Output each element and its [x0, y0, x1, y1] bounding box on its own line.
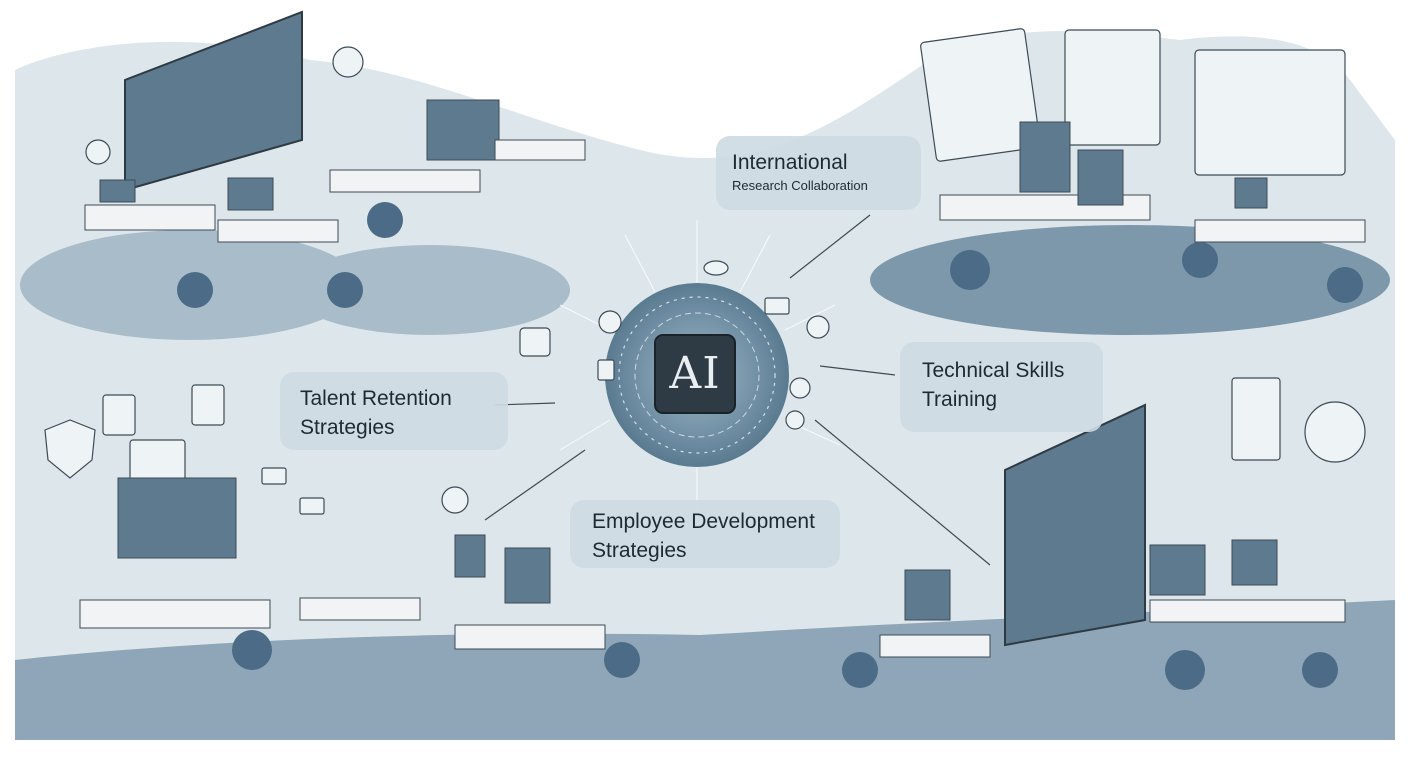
floor-shadow [290, 245, 570, 335]
workstation-bottom-left [79, 477, 640, 678]
lightbulb-icon [785, 410, 805, 430]
gear-icon [85, 139, 111, 165]
bar-chart-icon [1231, 377, 1281, 461]
padlock-icon [519, 327, 551, 357]
chat-bubble-icon [332, 46, 364, 78]
label-line: Training [922, 388, 998, 411]
label-subtitle: Research Collaboration [732, 178, 868, 193]
arrow-international [789, 214, 871, 279]
label-employee-development-strategies: Employee Development Strategies [570, 500, 840, 568]
gear-icon [789, 377, 811, 399]
workstation-top-right [939, 121, 1366, 303]
envelope-icon [764, 297, 790, 315]
chat-bubble-icon [806, 315, 830, 339]
gear-icon [1304, 401, 1366, 463]
label-line: Technical Skills [922, 359, 1065, 382]
workstation-bottom-right [842, 403, 1346, 690]
shield-icon [44, 419, 96, 479]
ai-chip [654, 334, 736, 414]
label-line: Employee Development [592, 510, 815, 533]
arrow-lab [814, 419, 991, 566]
document-icon [597, 359, 615, 381]
workstation-top-left [84, 10, 586, 308]
document-icon [920, 28, 1041, 162]
cloud-icon [703, 260, 729, 276]
arrow-technical [819, 365, 896, 376]
document-icon [102, 394, 136, 436]
envelope-icon [299, 497, 325, 515]
ai-circuit-ring [634, 312, 760, 438]
label-line: Strategies [592, 539, 687, 562]
chat-bubble-icon [598, 310, 622, 334]
label-international-research-collaboration: International Research Collaboration [716, 136, 921, 210]
label-talent-retention-strategies: Talent Retention Strategies [280, 372, 508, 450]
document-icon [1194, 49, 1346, 176]
ai-chip-label: AI [669, 348, 721, 399]
envelope-icon [261, 467, 287, 485]
label-line: Talent Retention [300, 387, 452, 410]
label-title: International [732, 151, 848, 174]
document-icon [1064, 29, 1161, 146]
label-line: Strategies [300, 416, 395, 439]
floor-shadow [870, 225, 1390, 335]
document-icon [191, 384, 225, 426]
arrow-employee [484, 449, 586, 521]
chat-bubble-icon [441, 486, 469, 514]
label-technical-skills-training: Technical Skills Training [900, 342, 1103, 432]
ai-circuit-ring [618, 296, 776, 454]
